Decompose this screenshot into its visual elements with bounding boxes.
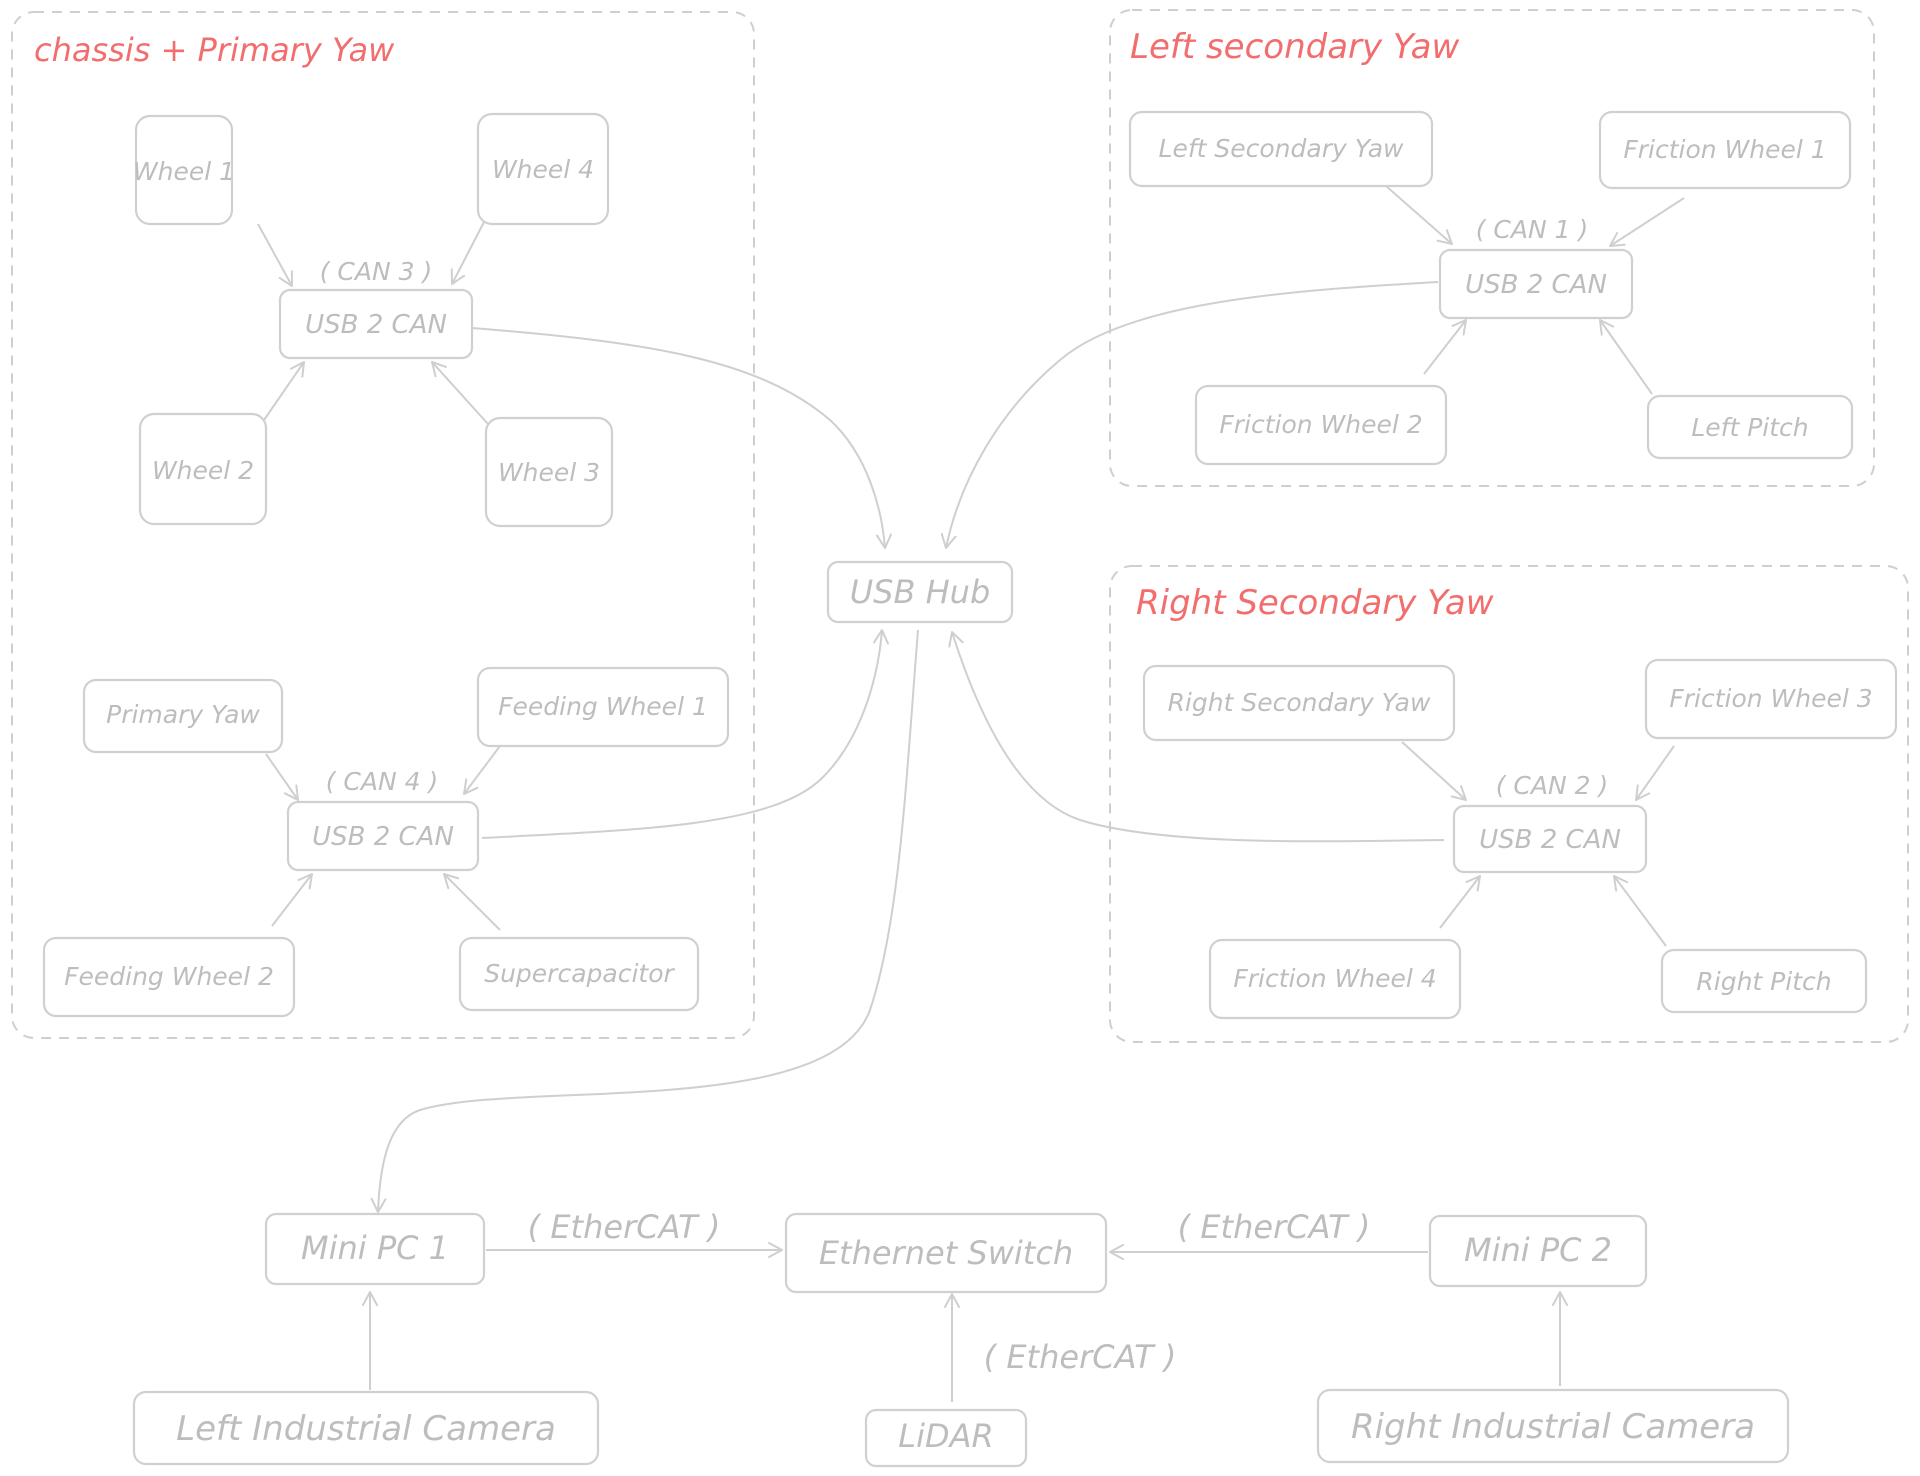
bus-label-can3: ( CAN 3 ): [320, 257, 433, 286]
svg-text:Friction Wheel 4: Friction Wheel 4: [1233, 964, 1436, 993]
edge-feeding2-usb2can4: [271, 873, 313, 927]
svg-text:Right Pitch: Right Pitch: [1696, 967, 1831, 996]
node-wheel-2: Wheel 2: [138, 412, 268, 526]
node-friction-wheel-3: Friction Wheel 3: [1644, 658, 1898, 740]
edge-friction2-usb2can1: [1423, 319, 1467, 375]
svg-text:Ethernet Switch: Ethernet Switch: [819, 1234, 1073, 1272]
bus-label-ethercat-minipc1: ( EtherCAT ): [528, 1208, 721, 1246]
svg-text:Left Industrial Camera: Left Industrial Camera: [176, 1409, 556, 1449]
svg-text:Wheel 1: Wheel 1: [133, 157, 235, 186]
svg-text:Supercapacitor: Supercapacitor: [484, 959, 675, 988]
node-mini-pc-2: Mini PC 2: [1428, 1214, 1648, 1288]
edge-usb2can4-usbhub: [481, 629, 889, 839]
edge-leftpitch-usb2can1: [1599, 319, 1653, 395]
svg-text:Wheel 3: Wheel 3: [498, 458, 600, 487]
svg-text:Feeding Wheel 2: Feeding Wheel 2: [64, 962, 274, 991]
node-left-secondary-yaw: Left Secondary Yaw: [1128, 110, 1434, 188]
bus-label-can2: ( CAN 2 ): [1496, 771, 1609, 800]
node-wheel-3: Wheel 3: [484, 416, 614, 528]
edge-usb2can1-usbhub: [940, 281, 1439, 549]
edge-friction1-usb2can1: [1609, 197, 1685, 247]
group-frame-chassis: [11, 11, 755, 1039]
svg-text:Feeding Wheel 1: Feeding Wheel 1: [498, 692, 708, 721]
node-left-industrial-camera: Left Industrial Camera: [132, 1390, 600, 1466]
svg-text:Friction Wheel 1: Friction Wheel 1: [1623, 135, 1826, 164]
edge-rightpitch-usb2can2: [1613, 875, 1667, 947]
node-usb2can-can1: USB 2 CAN: [1438, 248, 1634, 320]
node-wheel-4: Wheel 4: [476, 112, 610, 226]
svg-text:Mini PC 2: Mini PC 2: [1464, 1231, 1612, 1269]
group-title-chassis: chassis + Primary Yaw: [34, 31, 395, 69]
group-title-left-secondary-yaw: Left secondary Yaw: [1130, 27, 1459, 67]
edge-supercap-usb2can4: [443, 873, 501, 931]
node-usb2can-can2: USB 2 CAN: [1452, 804, 1648, 874]
node-friction-wheel-4: Friction Wheel 4: [1208, 938, 1462, 1020]
node-friction-wheel-2: Friction Wheel 2: [1194, 384, 1448, 466]
svg-text:USB 2 CAN: USB 2 CAN: [312, 822, 454, 852]
edge-leftsecyaw-usb2can1: [1385, 185, 1453, 245]
svg-text:Primary Yaw: Primary Yaw: [106, 700, 260, 729]
node-right-industrial-camera: Right Industrial Camera: [1316, 1388, 1790, 1464]
node-mini-pc-1: Mini PC 1: [264, 1212, 486, 1286]
edge-wheel4-usb2can3: [450, 221, 485, 285]
svg-text:Friction Wheel 3: Friction Wheel 3: [1669, 684, 1872, 713]
edge-wheel2-usb2can3: [263, 361, 305, 421]
group-frame-left-secondary-yaw: [1109, 9, 1875, 487]
group-frame-right-secondary-yaw: [1109, 565, 1909, 1043]
node-lidar: LiDAR: [864, 1408, 1028, 1468]
edge-usb2can2-usbhub: [948, 631, 1445, 843]
node-ethernet-switch: Ethernet Switch: [784, 1212, 1108, 1294]
node-right-pitch: Right Pitch: [1660, 948, 1868, 1014]
svg-text:Right Secondary Yaw: Right Secondary Yaw: [1168, 688, 1431, 717]
svg-text:Wheel 4: Wheel 4: [492, 155, 594, 184]
bus-label-ethercat-lidar: ( EtherCAT ): [984, 1338, 1177, 1376]
svg-text:Right Industrial Camera: Right Industrial Camera: [1351, 1407, 1755, 1447]
svg-text:Mini PC 1: Mini PC 1: [301, 1229, 449, 1267]
edge-primaryyaw-usb2can4: [265, 753, 299, 801]
group-title-right-secondary-yaw: Right Secondary Yaw: [1136, 583, 1494, 623]
edge-usbhub-minipc1: [370, 629, 919, 1213]
svg-text:USB 2 CAN: USB 2 CAN: [1465, 270, 1607, 300]
node-right-secondary-yaw: Right Secondary Yaw: [1142, 664, 1456, 742]
svg-text:USB Hub: USB Hub: [850, 573, 991, 611]
edge-friction3-usb2can2: [1635, 745, 1675, 801]
node-feeding-wheel-2: Feeding Wheel 2: [42, 936, 296, 1018]
svg-text:USB 2 CAN: USB 2 CAN: [305, 310, 447, 340]
node-supercapacitor: Supercapacitor: [458, 936, 700, 1012]
node-usb2can-can3: USB 2 CAN: [278, 288, 474, 360]
edge-wheel1-usb2can3: [257, 223, 293, 287]
node-friction-wheel-1: Friction Wheel 1: [1598, 110, 1852, 190]
edge-usb2can3-usbhub: [471, 327, 892, 549]
svg-text:Left Pitch: Left Pitch: [1691, 413, 1808, 442]
bus-label-can4: ( CAN 4 ): [326, 767, 439, 796]
node-usb-hub: USB Hub: [826, 560, 1014, 624]
edge-feeding1-usb2can4: [463, 745, 501, 795]
node-wheel-1: Wheel 1: [133, 114, 235, 226]
node-usb2can-can4: USB 2 CAN: [286, 800, 480, 872]
svg-text:Wheel 2: Wheel 2: [152, 456, 254, 485]
svg-text:USB 2 CAN: USB 2 CAN: [1479, 825, 1621, 855]
node-feeding-wheel-1: Feeding Wheel 1: [476, 666, 730, 748]
bus-label-ethercat-minipc2: ( EtherCAT ): [1178, 1208, 1371, 1246]
node-left-pitch: Left Pitch: [1646, 394, 1854, 460]
edge-wheel3-usb2can3: [431, 361, 489, 425]
svg-text:LiDAR: LiDAR: [898, 1417, 993, 1455]
bus-label-can1: ( CAN 1 ): [1476, 215, 1589, 244]
svg-text:Left Secondary Yaw: Left Secondary Yaw: [1159, 134, 1404, 163]
node-primary-yaw: Primary Yaw: [82, 678, 284, 754]
edge-friction4-usb2can2: [1439, 875, 1481, 929]
svg-text:Friction Wheel 2: Friction Wheel 2: [1219, 410, 1422, 439]
edge-rightsecyaw-usb2can2: [1401, 741, 1467, 801]
